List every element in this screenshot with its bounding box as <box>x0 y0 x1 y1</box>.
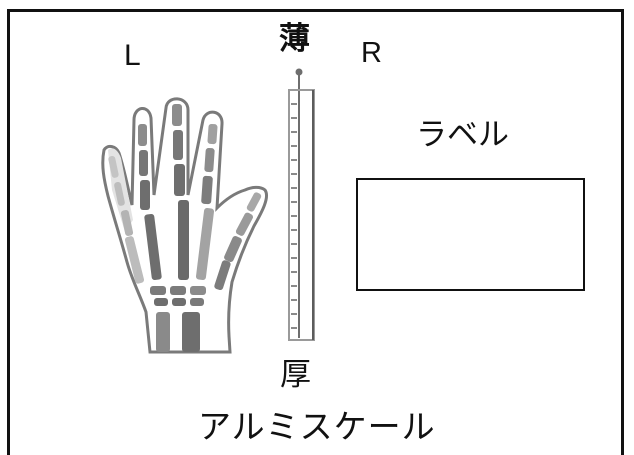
aluminum-step-scale-icon <box>288 68 315 341</box>
diagram-frame <box>7 9 624 455</box>
scale-top-knob <box>295 68 303 76</box>
left-hand-xray-icon <box>101 97 269 354</box>
right-side-label: R <box>361 37 382 69</box>
hand-outline <box>101 97 269 354</box>
left-side-label: L <box>124 39 141 72</box>
scale-steps <box>291 103 297 329</box>
thick-end-label: 厚 <box>280 357 311 393</box>
label-area-caption: ラベル <box>416 117 509 153</box>
label-box <box>356 178 585 291</box>
aluminum-scale-caption: アルミスケール <box>198 407 436 446</box>
thin-end-label: 薄 <box>279 21 310 57</box>
